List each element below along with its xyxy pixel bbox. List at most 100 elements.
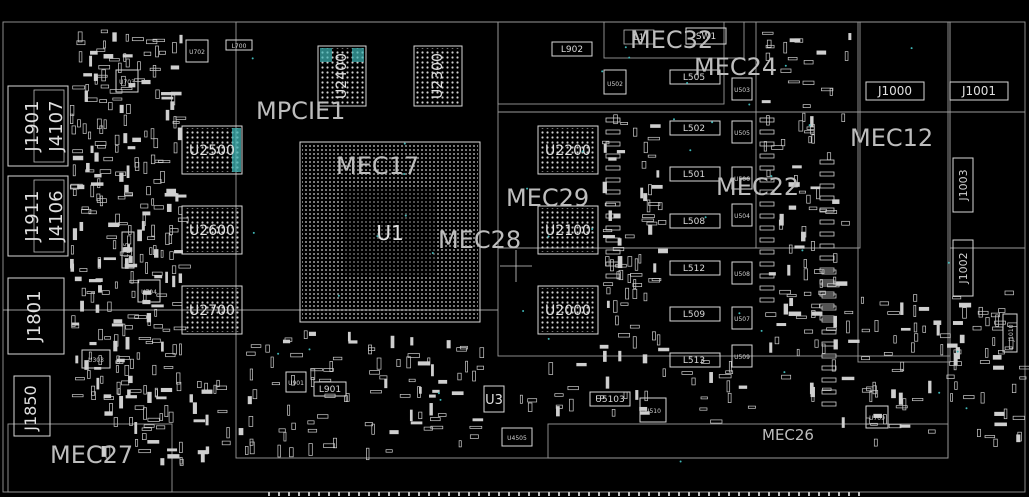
passive-component xyxy=(178,194,187,198)
ic-u709[interactable]: U709 xyxy=(865,405,889,429)
passive-component xyxy=(1007,322,1018,327)
capacitor xyxy=(821,281,837,287)
passive-component xyxy=(96,48,106,52)
passive-component xyxy=(72,85,85,90)
passive-component xyxy=(178,264,191,269)
capacitor xyxy=(819,183,835,189)
connector-j1010[interactable]: J1010 xyxy=(1002,313,1018,353)
regulator-u506[interactable]: U506 xyxy=(731,166,753,190)
connector-j1911-j4106[interactable]: J1911 J4106 xyxy=(7,175,69,257)
connector-j1801[interactable]: J1801 xyxy=(7,277,65,355)
regulator-u509[interactable]: U509 xyxy=(731,344,753,368)
chip-u2300[interactable]: U2300 xyxy=(413,45,463,107)
inductor-l508[interactable]: L508 xyxy=(669,213,721,229)
inductor-l502[interactable]: L502 xyxy=(669,120,721,136)
via xyxy=(251,57,254,60)
regulator-u507[interactable]: U507 xyxy=(731,306,753,330)
regulator-u503[interactable]: U503 xyxy=(731,77,753,101)
passive-component xyxy=(164,405,169,417)
inductor-l509[interactable]: L509 xyxy=(669,306,721,322)
regulator-u508[interactable]: U508 xyxy=(731,261,753,285)
connector-j1000[interactable]: J1000 xyxy=(865,81,925,101)
inductor-l512[interactable]: L512 xyxy=(669,260,721,276)
passive-component xyxy=(160,171,165,183)
passive-component xyxy=(629,324,640,329)
ic-u502[interactable]: U502 xyxy=(603,69,627,95)
inductor-l513[interactable]: L513 xyxy=(669,352,721,368)
passive-component xyxy=(125,395,137,399)
test-point xyxy=(538,492,540,496)
passive-component xyxy=(640,187,644,199)
via xyxy=(624,46,627,49)
passive-component xyxy=(166,203,172,212)
connector-j1901-j4107[interactable]: J1901 J4107 xyxy=(7,85,69,167)
passive-component xyxy=(947,343,958,348)
passive-component xyxy=(151,198,155,206)
chip-u2500[interactable]: U2500 xyxy=(181,125,243,175)
passive-component xyxy=(639,411,650,415)
inductor-l501[interactable]: L501 xyxy=(669,166,721,182)
chip-u2400[interactable]: U2400 xyxy=(317,45,367,107)
passive-component xyxy=(96,377,100,390)
regulator-u504[interactable]: U504 xyxy=(731,203,753,227)
passive-component xyxy=(278,428,286,433)
passive-component xyxy=(249,368,253,381)
inductor-l700[interactable]: L700 xyxy=(225,39,253,51)
passive-component xyxy=(376,357,382,370)
connector-j1001[interactable]: J1001 xyxy=(949,81,1009,101)
ic-u703[interactable]: U703 xyxy=(115,69,139,93)
passive-component xyxy=(821,87,834,92)
switch-sw1[interactable]: SW1 xyxy=(685,27,727,45)
chip-u2600[interactable]: U2600 xyxy=(181,205,243,255)
capacitor xyxy=(821,377,837,383)
passive-component xyxy=(323,368,334,372)
passive-component xyxy=(90,145,94,154)
regulator-u505[interactable]: U505 xyxy=(731,120,753,144)
via xyxy=(947,261,950,264)
connector-j1003[interactable]: J1003 xyxy=(952,157,974,213)
capacitor xyxy=(819,195,835,201)
passive-component xyxy=(71,324,80,329)
ic-u4505[interactable]: U4505 xyxy=(501,427,533,447)
passive-component xyxy=(238,428,244,436)
chip-u2700[interactable]: U2700 xyxy=(181,285,243,335)
connector-j1801-label: J1801 xyxy=(24,290,45,342)
passive-component xyxy=(1004,290,1014,296)
via xyxy=(748,103,751,106)
chip-u2200[interactable]: U2200 xyxy=(537,125,599,175)
passive-component xyxy=(216,385,227,390)
passive-component xyxy=(88,131,92,140)
ic-u5103[interactable]: U5103 xyxy=(589,391,631,407)
inductor-l505[interactable]: L505 xyxy=(669,69,721,85)
passive-component xyxy=(156,396,167,400)
passive-component xyxy=(527,398,538,403)
passive-component xyxy=(176,381,182,392)
passive-component xyxy=(147,236,156,240)
ic-u702[interactable]: U702 xyxy=(185,39,209,63)
chip-u1[interactable]: U1 xyxy=(299,141,481,323)
passive-component xyxy=(841,376,855,381)
chip-u2000[interactable]: U2000 xyxy=(537,285,599,335)
passive-component xyxy=(117,195,126,200)
passive-component xyxy=(145,341,154,345)
inductor-l902[interactable]: L902 xyxy=(551,41,593,57)
passive-component xyxy=(940,333,951,339)
inductor-l1[interactable]: L1 xyxy=(623,29,655,45)
via xyxy=(437,392,440,395)
inductor-l901[interactable]: L901 xyxy=(313,381,347,397)
test-point xyxy=(448,492,450,496)
passive-component xyxy=(249,441,255,455)
passive-component xyxy=(91,385,96,396)
passive-component xyxy=(691,377,696,386)
passive-component xyxy=(247,396,252,405)
test-point xyxy=(388,492,390,496)
passive-component xyxy=(1019,376,1027,380)
passive-component xyxy=(348,340,358,344)
chip-u2100[interactable]: U2100 xyxy=(537,205,599,255)
ic-u901[interactable]: U901 xyxy=(285,371,307,393)
chip-u3[interactable]: U3 xyxy=(483,385,505,413)
connector-j1850[interactable]: J1850 xyxy=(13,375,51,437)
connector-j1002[interactable]: J1002 xyxy=(952,239,974,297)
passive-component xyxy=(248,416,254,427)
